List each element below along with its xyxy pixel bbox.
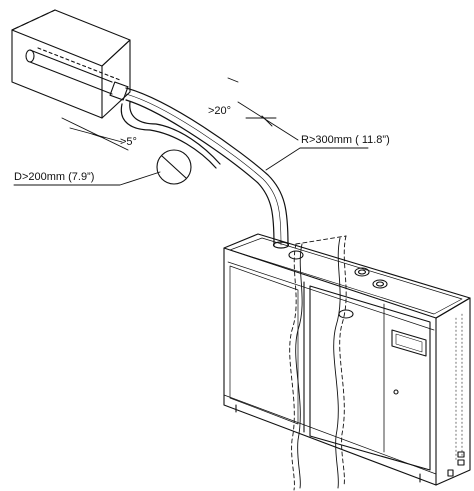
- distributor-pipe: [29, 49, 113, 95]
- angle-20-label: >20°: [208, 105, 232, 117]
- unit-front-face: [223, 247, 437, 486]
- distributor-pipe-end: [25, 49, 35, 63]
- display-screen: [395, 333, 423, 353]
- top-port-3-inner: [375, 281, 385, 287]
- break-top: [295, 235, 347, 245]
- top-port-3: [372, 279, 388, 289]
- angle-20-annotation: [227, 77, 299, 141]
- hose-center-line: [125, 93, 282, 246]
- angle-5-label: >5°: [120, 136, 137, 148]
- break-lines: [289, 235, 347, 491]
- left-door-panel: [229, 265, 299, 425]
- unit-side-face: [435, 297, 471, 486]
- logo-badge: [338, 309, 354, 319]
- humidifier-unit: [223, 233, 471, 486]
- duct-end-face: [101, 39, 131, 119]
- diameter-line: [161, 155, 187, 179]
- break-solid-left: [295, 243, 303, 489]
- angle-20-line-1: [237, 101, 299, 141]
- top-port-2: [354, 267, 370, 277]
- air-duct: [11, 9, 131, 119]
- connector-3: [447, 469, 454, 477]
- diameter-annotation: [13, 149, 192, 186]
- door-lock: [393, 389, 399, 395]
- duct-top-face: [11, 9, 131, 67]
- break-line-left: [289, 243, 297, 491]
- hose-lower-run: [120, 103, 217, 169]
- angle-20-tick: [261, 115, 273, 127]
- unit-top-rim: [229, 237, 463, 315]
- top-port-2-inner: [357, 269, 367, 275]
- diameter-circle: [156, 149, 192, 185]
- diameter-label: D>200mm (7.9”): [14, 171, 95, 183]
- break-lines-solid: [295, 237, 341, 489]
- right-door-panel: [309, 285, 431, 471]
- unit-top-face: [223, 233, 471, 319]
- steam-hose: [120, 87, 290, 249]
- angle-5-annotation: [61, 117, 129, 151]
- radius-leader: [265, 147, 369, 171]
- front-top-edge: [227, 261, 435, 331]
- connector-2: [457, 459, 465, 466]
- angle-5-line-1: [61, 117, 129, 151]
- hose-inlet: [272, 241, 290, 249]
- hose-outer-bottom: [125, 99, 275, 246]
- top-port-1: [288, 250, 304, 260]
- hose-connector: [109, 81, 129, 101]
- break-solid-right: [333, 237, 341, 489]
- hose-lower-run-inner: [129, 101, 221, 165]
- unit-feet: [235, 404, 421, 483]
- radius-label: R>300mm ( 11.8”): [301, 134, 390, 146]
- control-display: [391, 329, 427, 357]
- angle-20-tick-top: [227, 77, 239, 83]
- hose-outer-top: [125, 87, 289, 246]
- connector-1: [457, 451, 465, 458]
- break-line-right: [339, 235, 347, 487]
- distributor-holes: [37, 47, 121, 81]
- diameter-leader: [13, 171, 161, 186]
- angle-5-tick: [91, 133, 105, 139]
- plinth-line: [223, 394, 437, 475]
- duct-front-face: [11, 29, 103, 119]
